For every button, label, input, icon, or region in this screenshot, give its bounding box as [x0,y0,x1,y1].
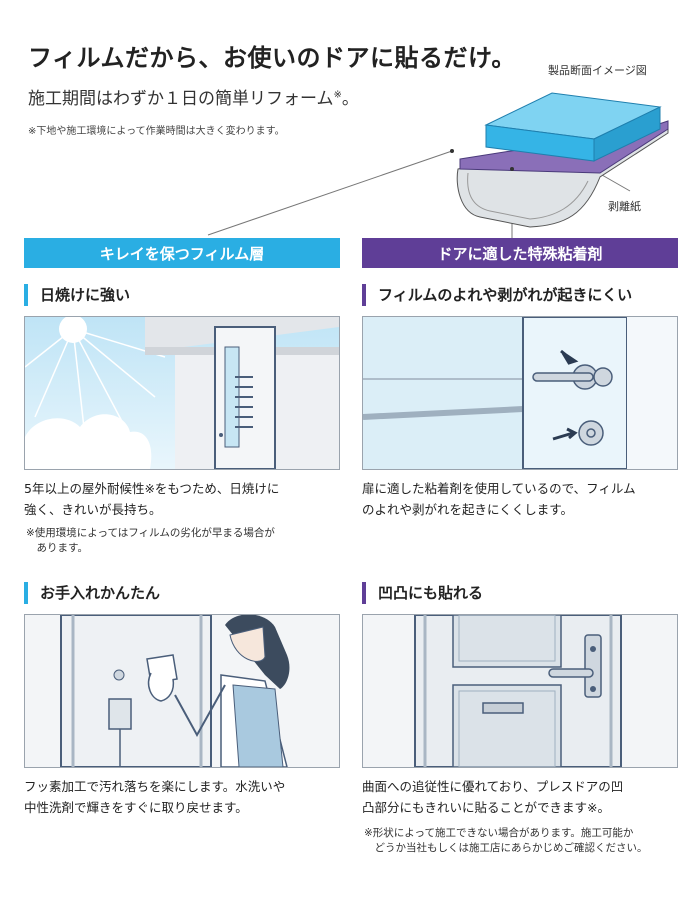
release-paper-label: 剥離紙 [608,200,641,213]
subhead: 施工期間はわずか１日の簡単リフォーム※。 [28,84,359,109]
subhead-end: 。 [341,89,359,109]
feature-note-uneven: ※形状によって施工できない場合があります。施工可能か どうか当社もしくは施工店に… [364,826,694,856]
desc-line: 凸部分にもきれいに貼ることができます※。 [362,800,610,815]
note-line: あります。 [26,542,88,554]
person-icon [174,615,290,767]
care-illustration [24,614,340,768]
press-panel-upper [452,615,562,668]
feature-note-sunlight: ※使用環境によってはフィルムの劣化が早まる場合が あります。 [26,526,346,556]
header-note: ※下地や施工環境によって作業時間は大きく変わります。 [28,126,285,137]
desc-line: 5年以上の屋外耐候性※をもつため、日焼けに [24,481,280,496]
arrow-icon [552,427,578,441]
desc-line: のよれや剥がれを起きにくくします。 [362,502,574,517]
desc-line: 強く、きれいが長持ち。 [24,502,162,517]
feature-desc-adhesive: 扉に適した粘着剤を使用しているので、フィルム のよれや剥がれを起きにくくします。 [362,478,682,520]
film-layer-band: キレイを保つフィルム層 [24,238,340,268]
cloth-icon [146,654,178,702]
adhesive-band: ドアに適した特殊粘着剤 [362,238,678,268]
feature-desc-uneven: 曲面への追従性に優れており、プレスドアの凹 凸部分にもきれいに貼ることができます… [362,776,692,818]
diagram-title: 製品断面イメージ図 [548,64,647,77]
adhesive-illustration [362,316,678,470]
feature-desc-care: フッ素加工で汚れ落ちを楽にします。水洗いや 中性洗剤で輝きをすぐに取り戻せます。 [24,776,354,818]
press-panel-lower [452,684,562,767]
sunlight-illustration [24,316,340,470]
feature-title-uneven: 凹凸にも貼れる [362,582,483,604]
desc-line: 扉に適した粘着剤を使用しているので、フィルム [362,481,636,496]
mail-slot [482,702,524,714]
feature-title-adhesive: フィルムのよれや剥がれが起きにくい [362,284,632,306]
feature-title-care: お手入れかんたん [24,582,160,604]
desc-line: 曲面への追従性に優れており、プレスドアの凹 [362,779,624,794]
note-line: ※形状によって施工できない場合があります。施工可能か [364,827,634,839]
desc-line: フッ素加工で汚れ落ちを楽にします。水洗いや [24,779,286,794]
uneven-illustration [362,614,678,768]
feature-desc-sunlight: 5年以上の屋外耐候性※をもつため、日焼けに 強く、きれいが長持ち。 [24,478,344,520]
arrow-icon [560,349,579,365]
lever-handle-icon [532,364,613,390]
subhead-text: 施工期間はわずか１日の簡単リフォーム [28,89,334,109]
note-line: どうか当社もしくは施工店にあらかじめご確認ください。 [364,842,648,854]
feature-title-sunlight: 日焼けに強い [24,284,130,306]
sun-icon [25,317,166,438]
lock-cylinder-icon [578,420,604,446]
lock-box [108,698,132,730]
desc-line: 中性洗剤で輝きをすぐに取り戻せます。 [24,800,248,815]
lever-handle-icon [548,634,602,698]
cross-section-diagram [207,92,669,238]
film-layer-side [593,106,661,162]
film-leader-line [207,150,453,236]
cloud-icon [25,414,152,469]
subhead-mark: ※ [333,89,342,101]
note-line: ※使用環境によってはフィルムの劣化が早まる場合が [26,527,275,539]
paper-leader-line [601,174,631,192]
headline: フィルムだから、お使いのドアに貼るだけ。 [28,44,516,72]
